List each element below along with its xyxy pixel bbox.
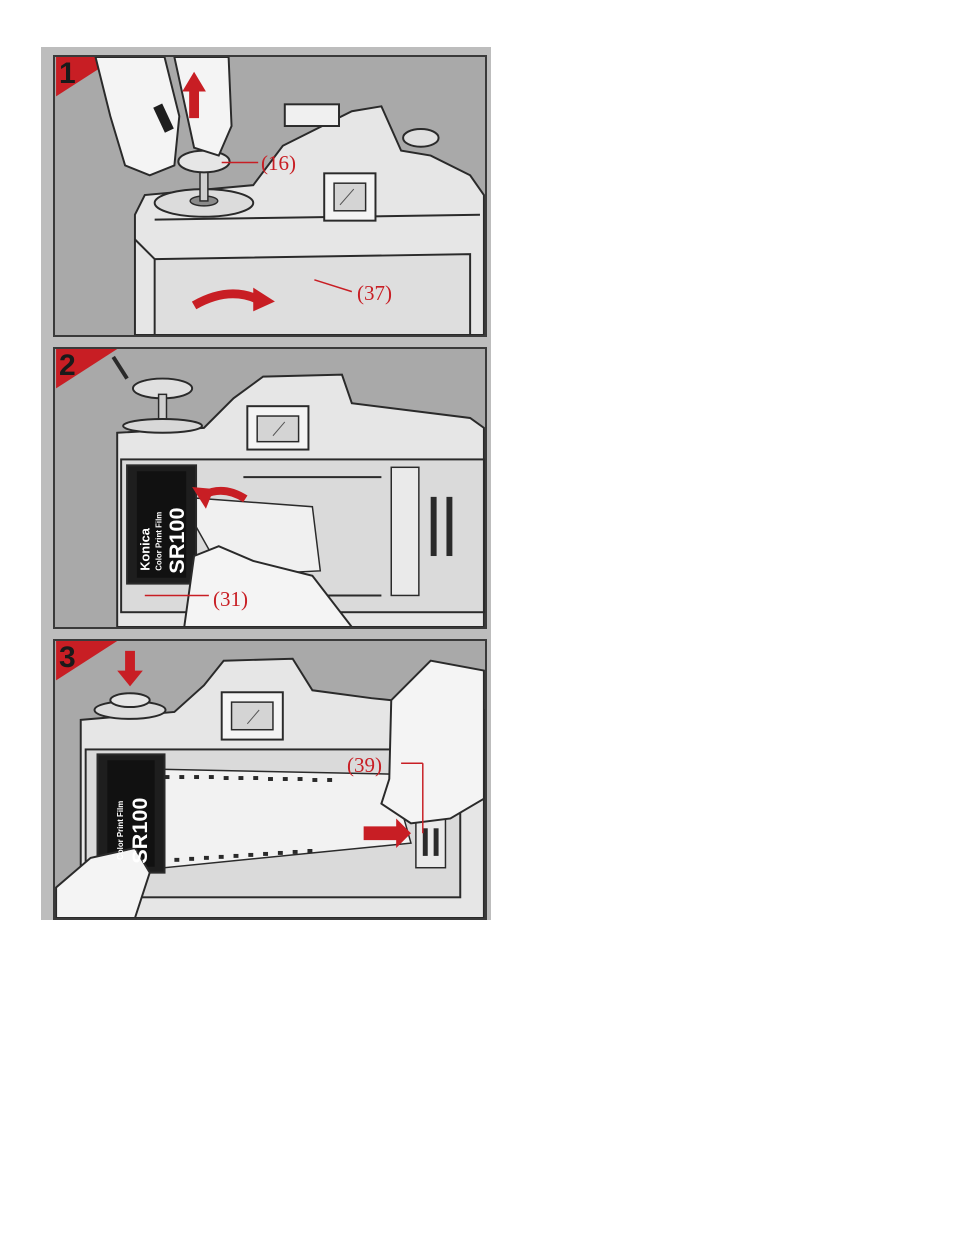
step-number: 2 [59,349,76,382]
step-3-panel: Color Print Film SR100 3 (39) [53,639,487,920]
step-1-illustration [56,57,485,335]
step-1-panel: 1 (16) (37) [53,55,487,337]
callout-take-up-spool-label: (39) [347,753,382,777]
pull-up-arrow [182,71,206,119]
callout-film-chamber-label: (31) [213,587,248,611]
step-2-illustration [56,349,485,627]
film-brand-text: Konica [138,527,153,571]
step-number: 3 [59,641,76,674]
step-2-corner-triangle [56,349,118,389]
step-number: 1 [59,57,76,90]
step-3-illustration [55,641,485,918]
instruction-illustration-sheet: 1 (16) (37) [41,47,491,920]
film-type-text: Color Print Film [116,801,125,860]
film-speed-text: SR100 [127,798,152,864]
insert-leader-arrow [363,818,411,849]
open-back-arrow [191,289,261,310]
callout-rewind-knob-label: (16) [261,151,296,175]
film-speed-text: SR100 [164,508,189,574]
callout-back-cover-label: (37) [357,281,392,305]
film-type-text: Color Print Film [155,512,164,571]
film-label-text-layer: Color Print Film SR100 [116,798,152,864]
step-2-panel: Konica Color Print Film SR100 2 (31) [53,347,487,629]
film-label-text-layer: Konica Color Print Film SR100 [138,508,190,574]
press-down-arrow [117,650,143,687]
